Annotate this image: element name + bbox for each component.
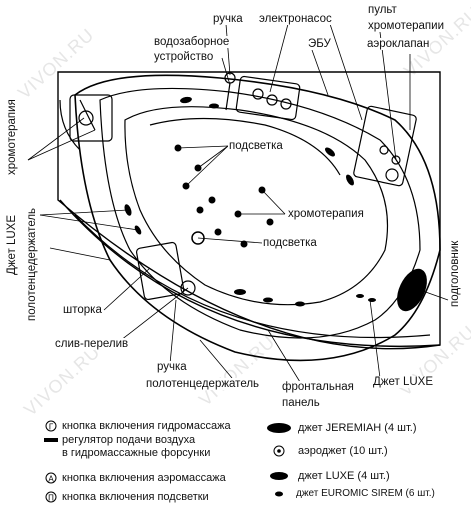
- label-frontal-1: фронтальная: [281, 381, 355, 393]
- label-pult: пульт: [367, 4, 398, 16]
- label-left-polotencederzhatel: полотенцедержатель: [26, 206, 38, 322]
- legend-item-air-regulator-1: регулятор подачи воздуха: [62, 434, 196, 446]
- legend-item-jeremiah: джет JEREMIAH (4 шт.): [298, 422, 417, 434]
- label-left-jet-luxe: Джет LUXE: [6, 214, 18, 276]
- label-sliv-pereliv: слив-перелив: [54, 338, 130, 350]
- legend-item-gidromassazh: кнопка включения гидромассажа: [62, 420, 231, 432]
- legend-item-air-regulator-2: в гидромассажные форсунки: [62, 447, 211, 459]
- label-frontal-2: панель: [281, 397, 321, 409]
- legend-item-euromic: джет EUROMIC SIREM (6 шт.): [296, 488, 435, 499]
- label-polotencederzhatel-bottom: полотенцедержатель: [145, 378, 261, 390]
- label-podsvetka-1: подсветка: [228, 140, 284, 152]
- svg-text:Г: Г: [49, 423, 54, 432]
- label-ruchka-bottom: ручка: [156, 361, 188, 373]
- label-ruchka-top: ручка: [212, 13, 244, 25]
- label-jet-luxe-bottom: Джет LUXE: [372, 376, 434, 388]
- label-left-hromoterapia: хромотерапия: [6, 98, 18, 176]
- legend-item-aeromassazh: кнопка включения аэромассажа: [62, 472, 226, 484]
- label-hromoterapia-mid: хромотерапия: [287, 208, 365, 220]
- label-podsvetka-2: подсветка: [262, 237, 318, 249]
- legend-item-luxe: джет LUXE (4 шт.): [298, 470, 390, 482]
- svg-text:П: П: [48, 494, 54, 503]
- label-elektronasos: электронасос: [258, 13, 333, 25]
- label-vodozabor-1: водозаборное: [153, 36, 231, 48]
- legend-item-podsvetka: кнопка включения подсветки: [62, 491, 209, 503]
- label-ebu: ЭБУ: [307, 38, 332, 50]
- legend-item-aerojet: аэроджет (10 шт.): [298, 445, 388, 457]
- label-right-podgolovnik: подголовник: [449, 239, 461, 308]
- svg-text:А: А: [48, 475, 54, 484]
- label-vodozabor-2: устройство: [153, 51, 215, 63]
- label-pult-hromoterapii: хромотерапии: [367, 20, 445, 32]
- label-aeroklapan: аэроклапан: [366, 38, 431, 50]
- label-shtorka: шторка: [62, 304, 103, 316]
